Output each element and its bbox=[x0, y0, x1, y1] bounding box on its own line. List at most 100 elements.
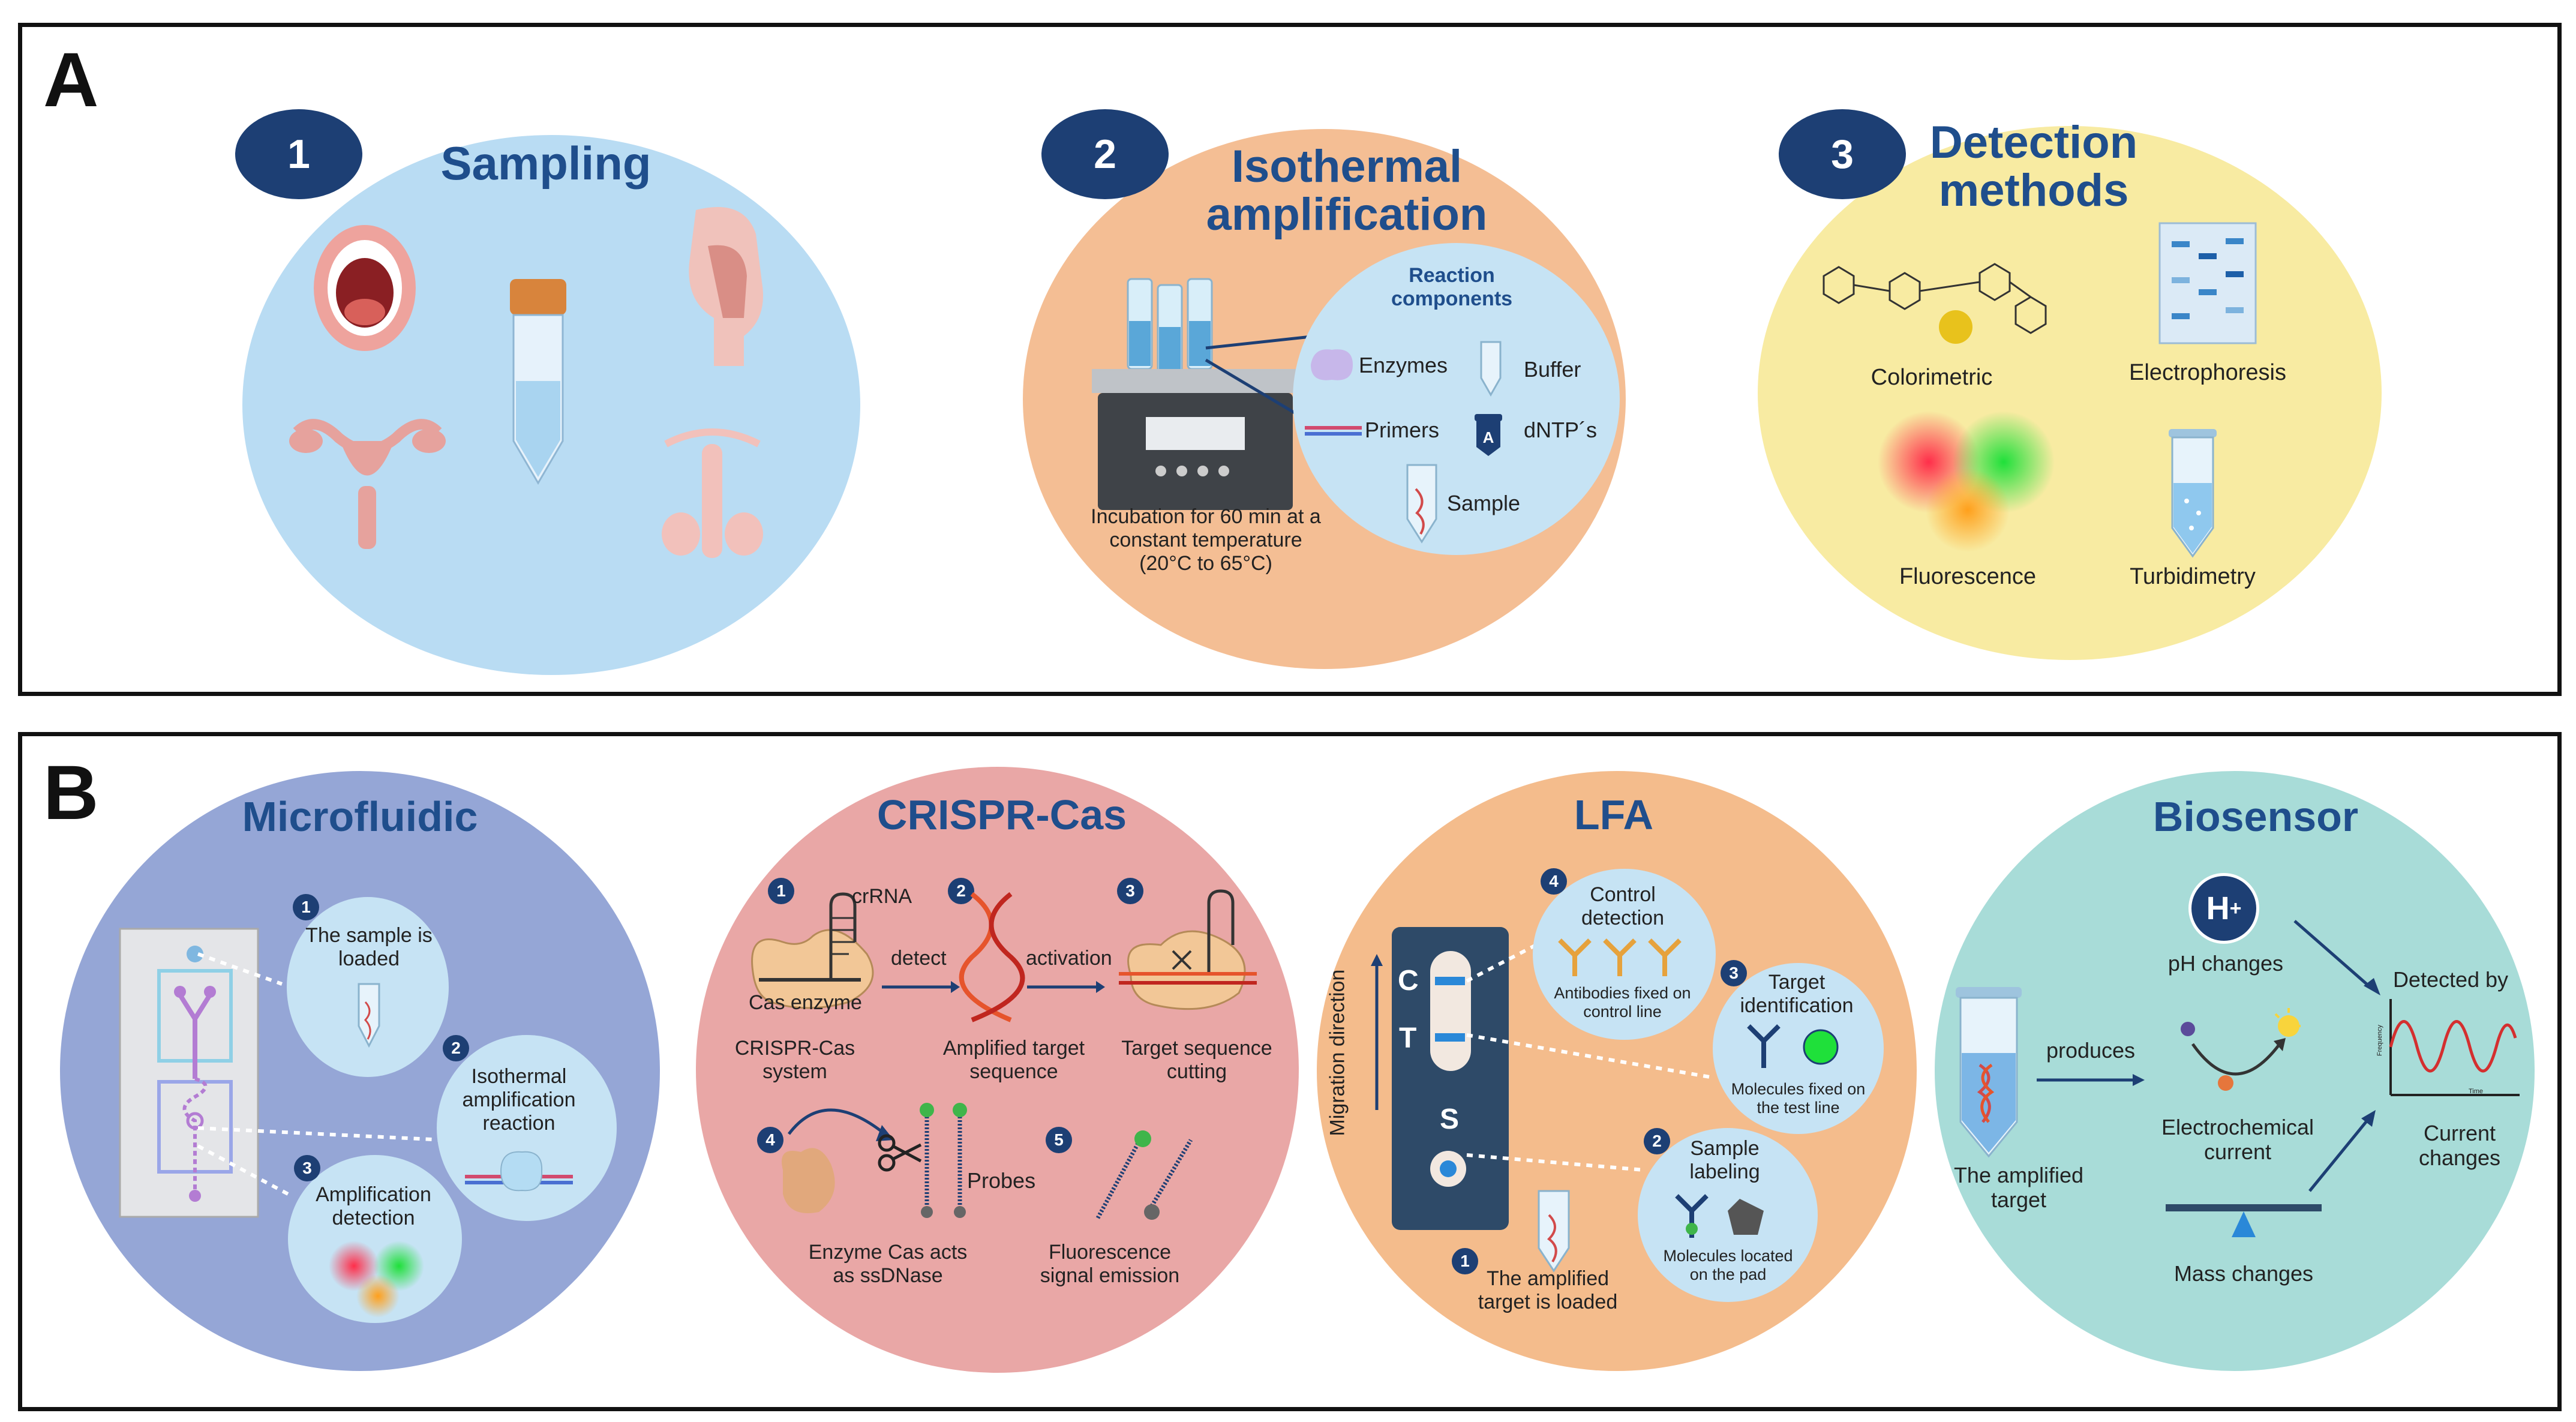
crispr-num-1: 1 bbox=[768, 878, 794, 904]
sampling-title: Sampling bbox=[440, 137, 651, 190]
reaction-components-circle bbox=[1293, 243, 1620, 555]
electrochemical-label: Electrochemical current bbox=[2161, 1115, 2314, 1165]
biosensor-tube-icon bbox=[1956, 987, 2022, 1158]
lfa-title: LFA bbox=[1574, 791, 1654, 838]
lfa-num-2: 2 bbox=[1644, 1128, 1670, 1154]
target-cutting-label: Target sequence cutting bbox=[1121, 1037, 1272, 1084]
colorimetric-label: Colorimetric bbox=[1871, 365, 1993, 390]
scissors-icon bbox=[878, 1134, 922, 1172]
current-changes-label: Current changes bbox=[2418, 1121, 2501, 1171]
colorimetric-icon bbox=[1823, 263, 2047, 344]
control-line bbox=[1435, 977, 1465, 985]
dntp-glyph: A bbox=[1483, 428, 1494, 446]
biosensor-amplified-label: The amplified target bbox=[1953, 1163, 2084, 1213]
sample-tube-icon bbox=[510, 279, 566, 485]
amplified-sequence-label: Amplified target sequence bbox=[942, 1037, 1085, 1084]
control-detection-title: Control detection bbox=[1581, 883, 1664, 930]
crispr-num-4: 4 bbox=[757, 1127, 783, 1153]
microfluidic-num-3: 3 bbox=[294, 1155, 320, 1181]
incubation-text: Incubation for 60 min at a constant temp… bbox=[1091, 505, 1321, 575]
target-identification-title: Target identification bbox=[1740, 971, 1854, 1018]
electrophoresis-icon bbox=[2158, 222, 2257, 344]
dntp-icon: A bbox=[1475, 414, 1502, 456]
microfluidic-enzyme-icon bbox=[465, 1151, 573, 1192]
microfluidic-step-1-text: The sample is loaded bbox=[305, 924, 433, 971]
line-c-label: C bbox=[1398, 965, 1419, 997]
panel-b-label: B bbox=[43, 750, 99, 836]
detect-label: detect bbox=[891, 947, 947, 970]
crispr-num-5: 5 bbox=[1046, 1127, 1072, 1153]
control-detection-circle bbox=[1533, 869, 1716, 1040]
crispr-num-3: 3 bbox=[1117, 878, 1143, 904]
h-ion-icon: H+ bbox=[2188, 873, 2259, 944]
lfa-num-3: 3 bbox=[1721, 960, 1747, 986]
uterus-icon bbox=[289, 419, 446, 549]
fluorescence-emission-label: Fluorescence signal emission bbox=[1040, 1241, 1180, 1288]
buffer-icon bbox=[1480, 341, 1502, 397]
microfluidic-dotted-arrows bbox=[197, 952, 445, 1196]
produces-label: produces bbox=[2046, 1038, 2136, 1063]
crispr-num-2: 2 bbox=[948, 878, 974, 904]
biosensor-circle bbox=[1935, 771, 2535, 1371]
crispr-title: CRISPR-Cas bbox=[876, 791, 1127, 838]
lfa-loaded-label: The amplified target is loaded bbox=[1478, 1267, 1618, 1314]
crispr-circle bbox=[696, 767, 1299, 1373]
primers-label: Primers bbox=[1365, 418, 1439, 442]
crrna-label: crRNA bbox=[852, 885, 912, 908]
fluorescence-emission-icon bbox=[1095, 1130, 1193, 1220]
probes-label: Probes bbox=[967, 1168, 1036, 1193]
line-t-label: T bbox=[1399, 1022, 1417, 1054]
activation-arrow bbox=[1027, 981, 1105, 993]
h-ion-charge: + bbox=[2229, 896, 2242, 920]
detection-circle bbox=[1758, 126, 2382, 660]
crispr-system-label: CRISPR-Cas system bbox=[734, 1037, 855, 1084]
lfa-window bbox=[1430, 951, 1471, 1071]
microfluidic-fluorescence-icon bbox=[329, 1241, 424, 1318]
detected-by-label: Detected by bbox=[2392, 967, 2509, 992]
migration-label: Migration direction bbox=[1326, 969, 1349, 1136]
current-graph-icon: Frequency Time bbox=[2376, 999, 2520, 1096]
antibody-molecule-icon bbox=[1747, 1024, 1839, 1068]
dna-helix-icon bbox=[959, 892, 1025, 1022]
turbidimetry-icon bbox=[2169, 429, 2217, 558]
electrochemical-icon bbox=[2181, 1008, 2301, 1091]
detect-arrow bbox=[882, 981, 960, 993]
freq-axis-label: Frequency bbox=[2376, 1025, 2383, 1056]
step-1-badge: 1 bbox=[235, 109, 362, 199]
lfa-sample-tube-icon bbox=[1538, 1190, 1570, 1273]
ph-to-detect-arrow bbox=[2293, 920, 2380, 995]
fluorescence-icon bbox=[1878, 411, 2055, 552]
lfa-num-4: 4 bbox=[1541, 868, 1567, 895]
antibodies-icon bbox=[1558, 938, 1682, 976]
activation-label: activation bbox=[1026, 947, 1112, 970]
balance-icon bbox=[2166, 1204, 2322, 1237]
sample-label: Sample bbox=[1447, 491, 1521, 515]
nasal-anatomy-icon bbox=[689, 207, 763, 366]
fluorescence-label: Fluorescence bbox=[1899, 564, 2037, 589]
primers-icon bbox=[1305, 426, 1362, 436]
mass-to-current-arrow bbox=[2308, 1110, 2376, 1192]
microfluidic-step-2-text: Isothermal amplification reaction bbox=[462, 1065, 576, 1135]
ph-changes-label: pH changes bbox=[2167, 951, 2284, 976]
panel-a-label: A bbox=[43, 37, 99, 123]
lfa-num-1: 1 bbox=[1452, 1248, 1478, 1274]
control-detection-sub: Antibodies fixed on control line bbox=[1554, 984, 1691, 1021]
cas-enzyme-label: Cas enzyme bbox=[749, 991, 862, 1014]
sample-labeling-circle bbox=[1638, 1128, 1818, 1302]
microfluidic-title: Microfluidic bbox=[242, 793, 478, 840]
enzyme-icon bbox=[1311, 349, 1353, 380]
microfluidic-num-2: 2 bbox=[443, 1035, 469, 1061]
h-ion-symbol: H bbox=[2206, 890, 2230, 926]
produces-arrow bbox=[2037, 1074, 2145, 1086]
mouth-icon bbox=[314, 225, 416, 351]
sample-labeling-title: Sample labeling bbox=[1689, 1137, 1760, 1184]
microfluidic-step-3-text: Amplification detection bbox=[316, 1183, 431, 1230]
target-identification-circle bbox=[1713, 963, 1884, 1134]
ssdnase-label: Enzyme Cas acts as ssDNase bbox=[808, 1241, 968, 1288]
microfluidic-tube-icon bbox=[358, 983, 380, 1048]
male-anatomy-icon bbox=[662, 428, 763, 558]
biosensor-title: Biosensor bbox=[2152, 793, 2359, 840]
target-identification-sub: Molecules fixed on the test line bbox=[1731, 1080, 1866, 1117]
isothermal-title: Isothermal amplification bbox=[1206, 141, 1488, 240]
